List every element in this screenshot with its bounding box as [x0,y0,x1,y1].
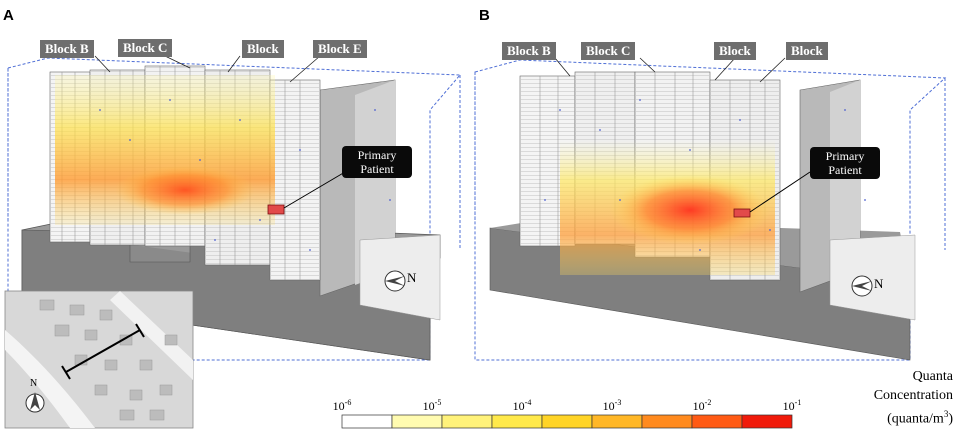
colorbar-title-line-3: (quanta/m3) [887,409,953,427]
north-label-a: N [407,270,417,285]
inset-site-map [4,290,194,429]
panel-label-a: A [3,7,14,24]
north-label-b: N [874,276,884,291]
panel-label-b: B [479,7,490,24]
block-label-a-4: Block E [313,40,367,58]
inset-north-label: N [30,378,38,389]
colorbar-swatch [691,414,743,429]
primary-patient-label-b: Primary Patient [810,147,880,179]
panel-b-diagram [474,57,947,361]
block-label-b-4: Block [786,42,828,60]
block-label-a-3: Block [242,40,284,58]
colorbar-tick: 10-2 [692,398,712,413]
block-label-b-2: Block C [581,42,636,60]
panel-a-diagram [7,55,462,361]
colorbar-tick: 10-5 [422,398,442,413]
primary-patient-line-1: Primary [825,149,865,163]
colorbar-title: Quanta Concentration (quanta/m3) [805,367,953,429]
colorbar-swatch [391,414,443,429]
block-label-a-1: Block B [40,40,94,58]
block-label-b-3: Block [714,42,756,60]
colorbar-swatch [741,414,793,429]
colorbar-tick: 10-6 [332,398,352,413]
colorbar [341,414,793,429]
colorbar-swatch [441,414,493,429]
block-label-b-1: Block B [502,42,556,60]
block-label-a-2: Block C [118,39,173,57]
primary-patient-line-2: Patient [360,162,394,176]
colorbar-tick: 10-1 [782,398,802,413]
colorbar-swatch [541,414,593,429]
colorbar-tick: 10-3 [602,398,622,413]
colorbar-title-line-1: Quanta [912,369,953,384]
colorbar-title-line-2: Concentration [873,388,953,403]
colorbar-swatch [341,414,393,429]
colorbar-swatch [641,414,693,429]
primary-patient-line-2: Patient [828,163,862,177]
colorbar-tick: 10-4 [512,398,532,413]
primary-patient-line-1: Primary [357,148,397,162]
colorbar-swatch [491,414,543,429]
colorbar-swatch [591,414,643,429]
primary-patient-label-a: Primary Patient [342,146,412,178]
